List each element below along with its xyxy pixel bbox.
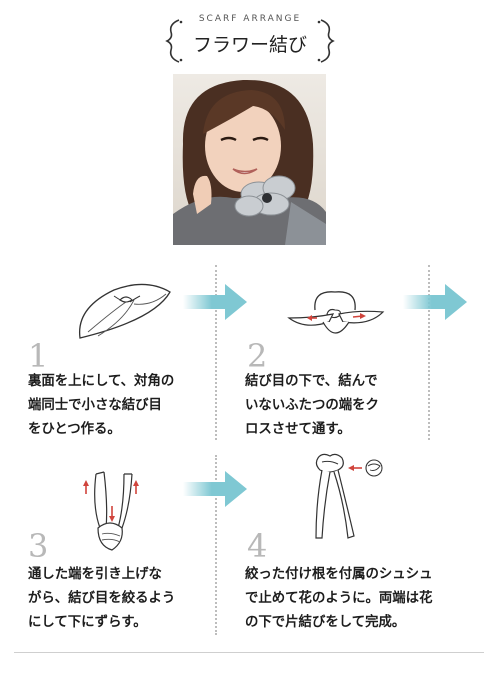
right-bracket-ornament (317, 19, 335, 63)
step3-text-line: にして下にずらす。 (28, 615, 147, 630)
step4-text-line: の下で片結びをして完成。 (245, 615, 406, 630)
step4-text: 絞った付け根を付属のシュシュ で止めて花のように。両端は花 の下で片結びをして完… (245, 563, 485, 635)
step2-scarf-illustration (287, 291, 385, 334)
page-title: フラワー結び (192, 34, 307, 56)
step2-text-line: いないふたつの端をク (245, 398, 379, 413)
step4-number: 4 (247, 527, 268, 565)
divider-row1-middle (215, 265, 217, 440)
step3-number: 3 (28, 527, 49, 565)
step2-text-line: ロスさせて通す。 (245, 422, 351, 437)
arrow-right-icon (183, 471, 247, 507)
step1-text-line: をひとつ作る。 (28, 422, 121, 437)
step1-text-line: 端同士で小さな結び目 (28, 398, 162, 413)
page-header: SCARF ARRANGE フラワー結び (0, 14, 500, 63)
arrow-right-icon (183, 284, 247, 320)
left-bracket-ornament (165, 19, 183, 63)
header-kicker: SCARF ARRANGE (198, 14, 302, 24)
step3-scarf-illustration (83, 471, 139, 551)
step2-number: 2 (247, 337, 268, 375)
model-photo-image (173, 74, 326, 245)
step2-text: 結び目の下で、結んで いないふたつの端をク ロスさせて通す。 (245, 370, 425, 442)
divider-row1-right (428, 265, 430, 440)
step1-scarf-illustration (78, 283, 171, 339)
arrow-right-icon (403, 284, 467, 320)
step2-text-line: 結び目の下で、結んで (245, 374, 378, 389)
step4-scarf-illustration (315, 453, 383, 539)
step1-text: 裏面を上にして、対角の 端同士で小さな結び目 をひとつ作る。 (28, 370, 208, 442)
step3-text-line: 通した端を引き上げな (28, 567, 162, 582)
model-photo (173, 74, 326, 245)
title-wrap: フラワー結び (163, 19, 337, 63)
step4-text-line: 絞った付け根を付属のシュシュ (245, 567, 433, 582)
step1-number: 1 (28, 337, 49, 375)
step1-text-line: 裏面を上にして、対角の (28, 374, 175, 389)
step4-text-line: で止めて花のように。両端は花 (245, 591, 433, 606)
bottom-divider (14, 652, 484, 653)
divider-row2-middle (215, 455, 217, 635)
step3-text: 通した端を引き上げな がら、結び目を絞るよう にして下にずらす。 (28, 563, 208, 635)
step3-text-line: がら、結び目を絞るよう (28, 591, 176, 606)
